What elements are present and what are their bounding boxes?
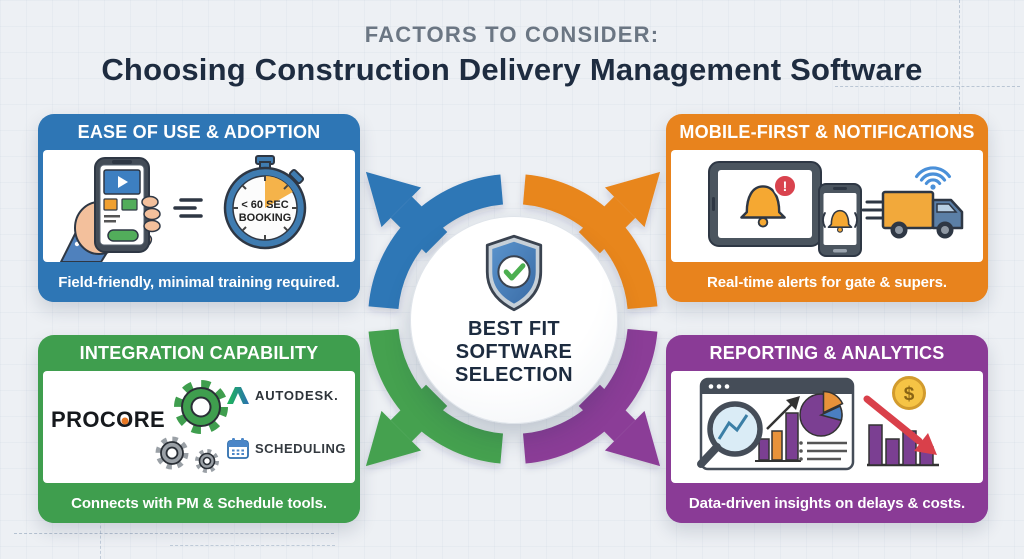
center-label-line3: SELECTION	[454, 364, 574, 387]
scheduling-text: SCHEDULING	[255, 441, 346, 456]
analytics-dashboard-magnifier-icon	[697, 377, 855, 471]
procore-logo: PROCORE	[51, 407, 165, 433]
phone-alert-icon	[818, 183, 862, 257]
procore-o-dot: O	[116, 407, 134, 432]
pie-chart-icon	[799, 390, 844, 437]
card-mobile-header: MOBILE-FIRST & NOTIFICATIONS	[679, 121, 975, 142]
blueprint-line	[170, 545, 335, 546]
card-mobile-body: !	[671, 150, 983, 262]
card-mobile-footer: Real-time alerts for gate & supers.	[666, 262, 988, 302]
card-mobile-first: MOBILE-FIRST & NOTIFICATIONS !	[666, 114, 988, 302]
alert-badge	[773, 174, 797, 198]
procore-text: RE	[133, 407, 166, 432]
cost-decline-chart-icon: $	[863, 376, 939, 467]
dollar-coin-icon	[892, 376, 926, 410]
wifi-icon	[915, 166, 951, 190]
card-ease-footer: Field-friendly, minimal training require…	[38, 262, 360, 302]
center-circle: BEST FIT SOFTWARE SELECTION	[410, 216, 618, 424]
card-integration-header: INTEGRATION CAPABILITY	[79, 342, 319, 363]
mobile-notifications-icons: !	[708, 161, 964, 257]
shield-check-icon	[485, 234, 543, 312]
card-integration: INTEGRATION CAPABILITY PROCORE	[38, 335, 360, 523]
alert-badge-glyph: !	[783, 178, 788, 194]
hand-holding-phone-icon: < 60 SEC BOOKING	[59, 155, 307, 262]
autodesk-text: AUTODESK.	[255, 387, 339, 403]
calendar-icon	[227, 438, 249, 459]
title-kicker: FACTORS TO CONSIDER:	[364, 22, 660, 47]
delivery-truck-wifi-icon	[861, 166, 964, 239]
card-ease-body: < 60 SEC BOOKING	[43, 150, 355, 262]
page-title: Choosing Construction Delivery Managemen…	[101, 52, 923, 87]
card-reporting-body: $	[671, 371, 983, 483]
stopwatch-label-line1: < 60 SEC	[241, 199, 288, 211]
procore-text: PROC	[51, 407, 117, 432]
blueprint-line	[14, 533, 334, 534]
stopwatch-icon: < 60 SEC BOOKING	[223, 155, 307, 250]
card-ease-header: EASE OF USE & ADOPTION	[77, 121, 321, 142]
dollar-glyph: $	[904, 384, 915, 405]
autodesk-logo: AUTODESK.	[227, 385, 339, 405]
autodesk-mark-icon	[227, 387, 249, 404]
center-label-line2: SOFTWARE	[455, 341, 573, 364]
card-reporting: REPORTING & ANALYTICS	[666, 335, 988, 523]
stopwatch-label-line2: BOOKING	[239, 212, 292, 224]
center-label: BEST FIT SOFTWARE SELECTION	[411, 318, 617, 388]
tablet-alert-icon: !	[708, 161, 822, 247]
card-ease-of-use: EASE OF USE & ADOPTION	[38, 114, 360, 302]
scheduling-logo: SCHEDULING	[227, 437, 346, 460]
reporting-analytics-icons: $	[697, 376, 939, 471]
card-integration-footer: Connects with PM & Schedule tools.	[38, 483, 360, 523]
card-reporting-footer: Data-driven insights on delays & costs.	[666, 483, 988, 523]
card-integration-body: PROCORE	[43, 371, 355, 483]
center-label-line1: BEST FIT	[467, 318, 561, 340]
card-reporting-header: REPORTING & ANALYTICS	[709, 342, 945, 363]
gears-icon	[155, 380, 228, 473]
